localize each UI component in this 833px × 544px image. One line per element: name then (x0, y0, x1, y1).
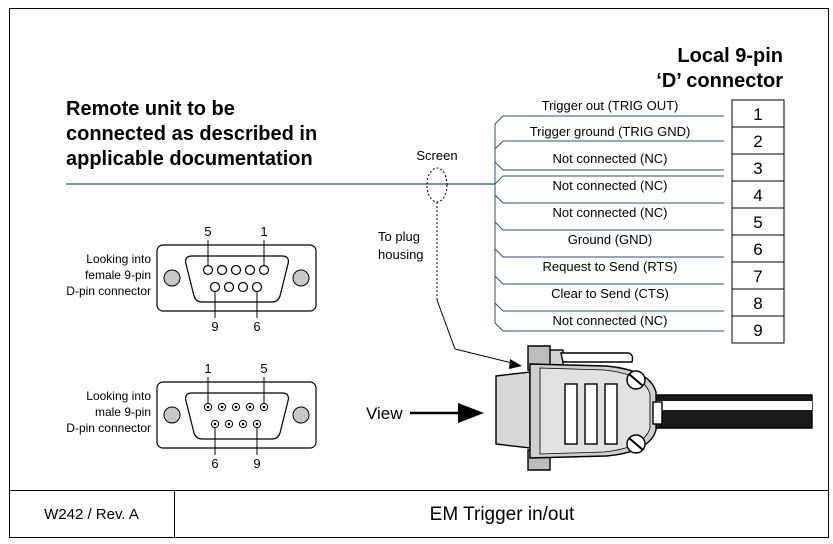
local-connector-title-2: ‘D’ connector (656, 70, 783, 92)
screen-ellipse (426, 167, 448, 203)
plug-label-2: housing (378, 247, 424, 262)
local-connector-title-1: Local 9-pin (677, 45, 783, 67)
female-connector: Looking into female 9-pin D-pin connecto… (66, 224, 317, 334)
wire-fanout (494, 115, 724, 332)
pin-3-signal: Not connected (NC) (553, 151, 668, 166)
female-sockets (202, 264, 270, 293)
pin-1-signal: Trigger out (TRIG OUT) (542, 98, 679, 113)
male-pin-bottom-left: 6 (211, 456, 218, 471)
remote-unit-title-2: connected as described in (66, 123, 317, 145)
drawing-title: EM Trigger in/out (429, 503, 575, 525)
diagram-frame (9, 8, 829, 538)
male-pin-top-left: 1 (204, 361, 211, 376)
d-sub-plug-illustration (495, 345, 813, 471)
female-pin-top-right: 1 (260, 224, 267, 239)
pin-3-number: 3 (753, 159, 762, 178)
female-screw-left (163, 269, 181, 287)
pin-2-number: 2 (753, 132, 762, 151)
pin-8-signal: Clear to Send (CTS) (551, 286, 669, 301)
view-arrow (410, 403, 484, 423)
male-face (185, 392, 289, 440)
pin-5-signal: Not connected (NC) (553, 205, 668, 220)
pin-5-number: 5 (753, 213, 762, 232)
footer-title-block: W242 / Rev. A EM Trigger in/out (9, 490, 829, 538)
remote-unit-title-1: Remote unit to be (66, 98, 235, 120)
pin-9-number: 9 (753, 321, 762, 340)
remote-unit-title-3: applicable documentation (66, 148, 313, 170)
male-pin-top-right: 5 (260, 361, 267, 376)
female-label-3: D-pin connector (66, 284, 151, 298)
male-screw-left (163, 406, 181, 424)
pin-7-number: 7 (753, 267, 762, 286)
female-label-2: female 9-pin (85, 268, 151, 282)
male-pin-centers (206, 405, 266, 426)
pin-4-number: 4 (753, 186, 762, 205)
female-label-1: Looking into (86, 252, 151, 266)
male-label-2: male 9-pin (95, 405, 151, 419)
pin-6-signal: Ground (GND) (568, 232, 653, 247)
screen-leader-arrow (436, 299, 522, 369)
male-screw-right (292, 406, 310, 424)
pin-8-number: 8 (753, 294, 762, 313)
pin-2-signal: Trigger ground (TRIG GND) (530, 124, 691, 139)
male-label-3: D-pin connector (66, 421, 151, 435)
female-pin-top-left: 5 (204, 224, 211, 239)
plug-label-1: To plug (378, 229, 420, 244)
screen-label: Screen (416, 148, 457, 163)
pin-9-signal: Not connected (NC) (553, 313, 668, 328)
male-connector: Looking into male 9-pin D-pin connector … (66, 361, 317, 471)
pin-signal-labels: Trigger out (TRIG OUT) Trigger ground (T… (530, 98, 691, 328)
female-pin-bottom-right: 6 (253, 319, 260, 334)
male-pin-bottom-right: 9 (253, 456, 260, 471)
pin-1-number: 1 (753, 105, 762, 124)
male-label-1: Looking into (86, 389, 151, 403)
pin-7-signal: Request to Send (RTS) (543, 259, 678, 274)
female-face (185, 255, 289, 303)
pin-4-signal: Not connected (NC) (553, 178, 668, 193)
view-label: View (366, 404, 403, 423)
pin-number-table: 1 2 3 4 5 6 7 8 9 (731, 99, 785, 344)
pin-6-number: 6 (753, 240, 762, 259)
female-pin-bottom-left: 9 (211, 319, 218, 334)
female-screw-right (292, 269, 310, 287)
document-id: W242 / Rev. A (9, 491, 175, 538)
